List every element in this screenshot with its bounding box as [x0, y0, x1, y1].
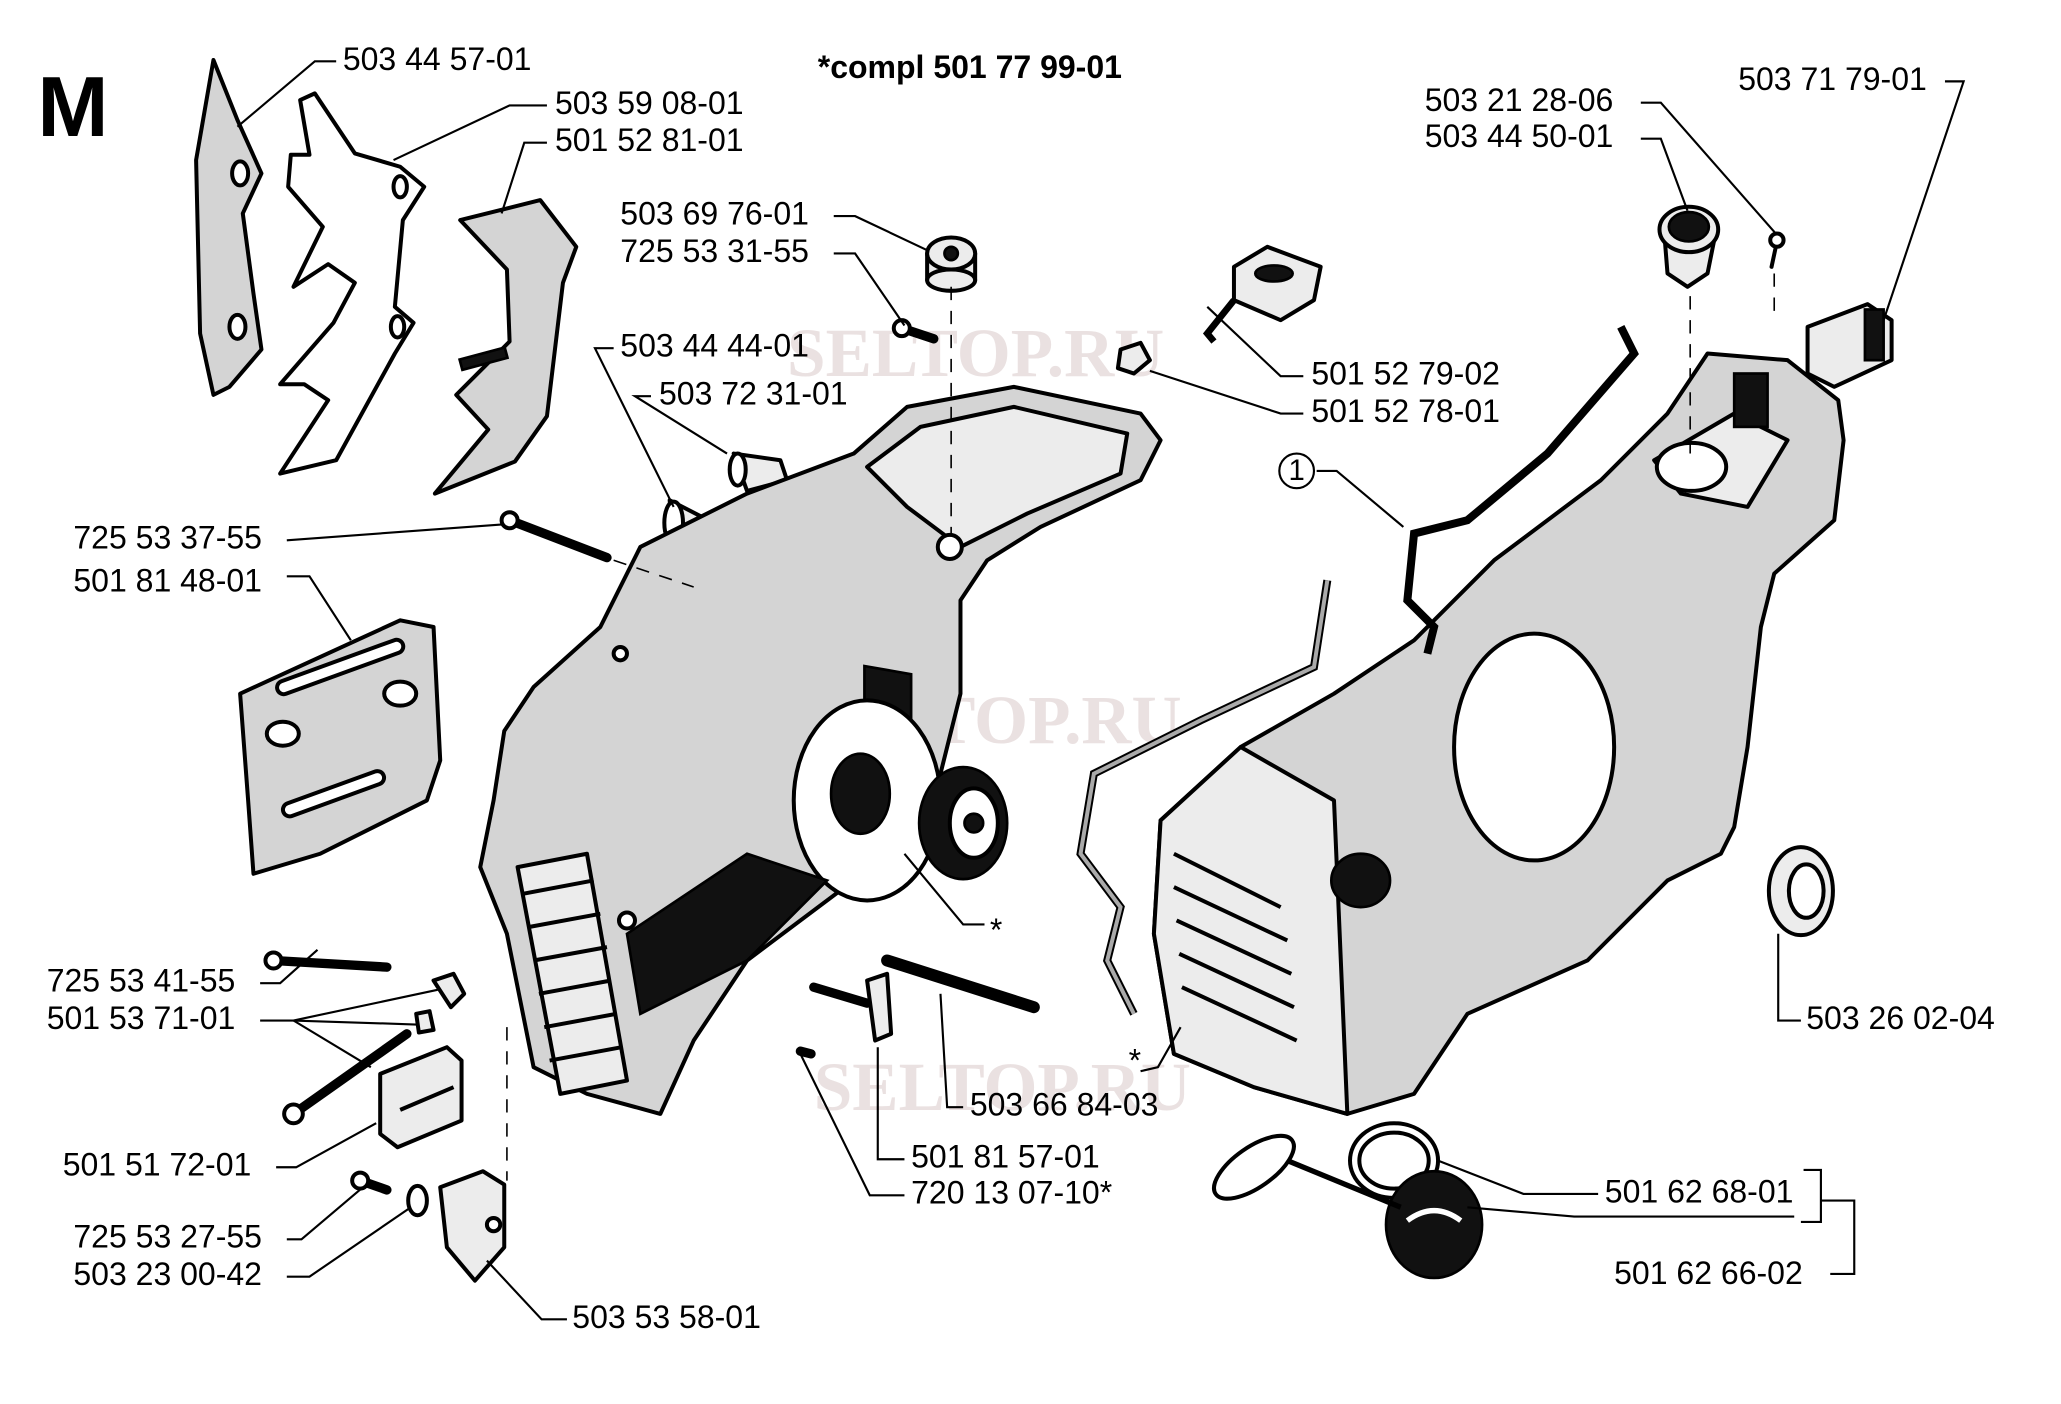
callout-number: 1	[1288, 454, 1304, 487]
part-label: 501 52 78-01	[1311, 393, 1500, 429]
part-seal-ring-503-26-02-04	[1766, 845, 1835, 938]
part-plate-503-44-57-01	[194, 58, 264, 397]
part-block-503-53-58-01	[438, 1169, 507, 1283]
part-spike-bumper-503-59-08-01	[278, 91, 427, 476]
callout-circle: 1	[1278, 452, 1316, 490]
part-bolt-725-53-37-55	[499, 510, 612, 563]
part-label: 503 23 00-42	[73, 1256, 262, 1292]
part-gasket	[1076, 325, 1639, 1016]
asterisk-marker: *	[990, 912, 1002, 948]
part-label: 501 52 81-01	[555, 122, 744, 158]
part-label: 503 66 84-03	[970, 1087, 1159, 1123]
section-letter: M	[37, 60, 108, 155]
part-screws-lower-left	[263, 950, 1040, 1218]
leader-lines	[236, 60, 1966, 1321]
part-oil-cap-503-44-50-01	[1657, 204, 1721, 289]
part-spike-501-52-81-01	[432, 198, 579, 496]
part-label: 501 81 48-01	[73, 562, 262, 598]
part-label: 501 52 79-02	[1311, 356, 1500, 392]
part-crankcase-right	[1151, 351, 1846, 1116]
part-label: 503 44 50-01	[1425, 118, 1614, 154]
watermark: SELTOP.RU	[787, 315, 1164, 392]
part-label: 501 81 57-01	[911, 1139, 1100, 1175]
assembly-note: *compl 501 77 99-01	[818, 49, 1122, 85]
louvers	[1173, 851, 1298, 1043]
part-label: 503 26 02-04	[1806, 1000, 1995, 1036]
asterisk-marker: *	[1129, 1043, 1141, 1079]
part-label: 503 59 08-01	[555, 85, 744, 121]
part-bar-plate-501-81-48-01	[238, 618, 443, 876]
part-label: 503 71 79-01	[1738, 61, 1927, 97]
part-label: 725 53 31-55	[620, 233, 809, 269]
part-bearing	[917, 765, 1009, 881]
part-screw-503-21-28-06	[1768, 231, 1786, 269]
part-crankcase-left	[478, 384, 1163, 1116]
part-label: 503 53 58-01	[572, 1299, 761, 1335]
part-label: 501 51 72-01	[63, 1147, 252, 1183]
part-label: 503 21 28-06	[1425, 82, 1614, 118]
part-label: 720 13 07-10*	[911, 1175, 1112, 1211]
part-label: 501 62 68-01	[1605, 1173, 1794, 1209]
part-nut-501-52-78-01	[1115, 340, 1152, 376]
part-label: 503 72 31-01	[659, 376, 848, 412]
part-label: 503 44 57-01	[343, 41, 532, 77]
part-fuel-cap-501-62-66-02	[1212, 1121, 1484, 1280]
part-label: 503 44 44-01	[620, 328, 809, 364]
part-label: 725 53 27-55	[73, 1219, 262, 1255]
part-button-501-52-79-02	[1202, 244, 1323, 344]
part-label: 503 69 76-01	[620, 196, 809, 232]
part-plug-503-69-76-01	[925, 235, 978, 293]
part-label: 501 62 66-02	[1614, 1255, 1803, 1291]
part-switch-503-71-79-01	[1805, 302, 1894, 389]
part-label: 501 53 71-01	[47, 1000, 236, 1036]
part-block-501-51-72-01	[378, 1045, 464, 1150]
watermark: SELTOP.RU	[814, 1049, 1191, 1126]
louvers	[515, 851, 629, 1096]
part-label: 725 53 37-55	[73, 520, 262, 556]
part-label: 725 53 41-55	[47, 963, 236, 999]
